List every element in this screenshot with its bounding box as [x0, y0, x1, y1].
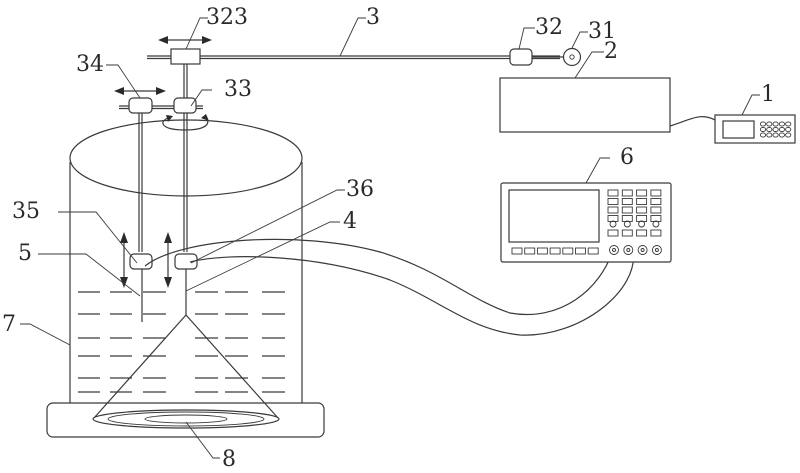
- label-31: 31: [588, 19, 616, 44]
- keypad-key: [766, 121, 773, 127]
- ultrasound-source: [92, 409, 280, 429]
- soft-key: [511, 247, 523, 255]
- knob: [652, 220, 660, 228]
- keypad-key: [785, 121, 792, 127]
- panel-button: [650, 206, 662, 214]
- motor: [562, 47, 582, 67]
- bnc-connector: [651, 245, 662, 255]
- lateral-slider: [128, 97, 153, 114]
- soft-key: [524, 247, 536, 255]
- lateral-slider-double-arrow: [114, 87, 166, 95]
- panel-button: [650, 198, 662, 205]
- signal-cables: [144, 238, 635, 336]
- label-4: 4: [343, 209, 357, 234]
- oscilloscope-knobs: [609, 220, 660, 228]
- knob: [638, 220, 646, 228]
- transducer-probe: [93, 269, 279, 419]
- bnc-connector: [623, 245, 634, 255]
- label-6: 6: [620, 145, 634, 170]
- handheld-keypad: [759, 121, 792, 138]
- label-34: 34: [76, 52, 104, 77]
- label-33: 33: [224, 77, 252, 102]
- keypad-key: [766, 132, 773, 138]
- label-3: 3: [366, 5, 380, 30]
- handheld-controller: [714, 114, 796, 144]
- panel-button: [621, 206, 633, 214]
- soft-key: [587, 247, 599, 255]
- bnc-connector-pin: [612, 248, 616, 252]
- tank-base: [46, 402, 325, 438]
- soft-key: [562, 247, 574, 255]
- panel-button: [636, 206, 648, 214]
- keypad-key: [759, 121, 767, 127]
- keypad-key: [772, 121, 779, 127]
- bnc-connector-pin: [626, 248, 631, 252]
- panel-button: [607, 189, 619, 197]
- oscilloscope-connectors: [609, 245, 662, 255]
- rotary-joint: [173, 97, 197, 114]
- oscilloscope-soft-keys: [511, 247, 599, 255]
- label-323: 323: [206, 5, 248, 30]
- soft-key: [549, 247, 561, 255]
- bnc-connector-pin: [640, 248, 645, 252]
- label-36: 36: [346, 177, 374, 202]
- panel-button: [621, 189, 633, 197]
- panel-button: [607, 198, 619, 205]
- label-7: 7: [2, 312, 16, 337]
- controller-cable: [669, 116, 716, 127]
- panel-button: [636, 215, 648, 222]
- label-1: 1: [761, 82, 775, 107]
- label-8: 8: [222, 447, 236, 472]
- rotation-arrow: [162, 114, 209, 131]
- drive-block: [509, 48, 533, 66]
- oscilloscope-buttons: [607, 189, 662, 237]
- panel-button: [650, 229, 662, 237]
- oscilloscope: [500, 182, 672, 263]
- keypad-key: [772, 132, 779, 138]
- panel-button: [607, 206, 619, 214]
- label-2: 2: [604, 39, 618, 64]
- knob: [623, 220, 631, 228]
- rail-slider-double-arrow: [158, 36, 212, 44]
- label-32: 32: [535, 15, 563, 40]
- bnc-connector: [637, 245, 648, 255]
- keypad-key: [785, 132, 792, 138]
- panel-button: [621, 215, 633, 222]
- keypad-key: [772, 126, 779, 133]
- panel-button: [650, 215, 662, 222]
- hydrophone-holder-left: [129, 253, 153, 270]
- guide-rail: [147, 55, 560, 60]
- panel-button: [636, 189, 648, 197]
- keypad-key: [778, 126, 785, 133]
- vertical-arrow-left: [120, 232, 128, 288]
- bnc-connector-pin: [654, 248, 659, 252]
- soft-key: [575, 247, 586, 255]
- water-tank: [69, 119, 303, 403]
- panel-button: [650, 189, 662, 197]
- keypad-key: [759, 126, 767, 133]
- keypad-key: [778, 132, 785, 138]
- keypad-key: [785, 126, 792, 133]
- panel-button: [621, 198, 633, 205]
- keypad-key: [759, 132, 767, 138]
- panel-button: [621, 229, 633, 237]
- keypad-key: [766, 126, 773, 133]
- liquid-surface-lines: [78, 291, 285, 393]
- soft-key: [536, 247, 548, 255]
- label-35: 35: [12, 199, 40, 224]
- panel-button: [607, 215, 619, 222]
- knob: [609, 220, 617, 228]
- rail-slider: [170, 48, 201, 65]
- label-5: 5: [18, 241, 32, 266]
- panel-button: [607, 229, 619, 237]
- bnc-connector: [609, 245, 619, 255]
- leader-lines: [20, 17, 760, 459]
- keypad-key: [778, 121, 785, 127]
- vertical-arrow-right: [164, 232, 172, 288]
- controller-box: [499, 77, 671, 133]
- panel-button: [636, 229, 648, 237]
- panel-button: [636, 198, 648, 205]
- vertical-rod-left: [138, 113, 143, 252]
- vertical-rod-right: [183, 64, 188, 252]
